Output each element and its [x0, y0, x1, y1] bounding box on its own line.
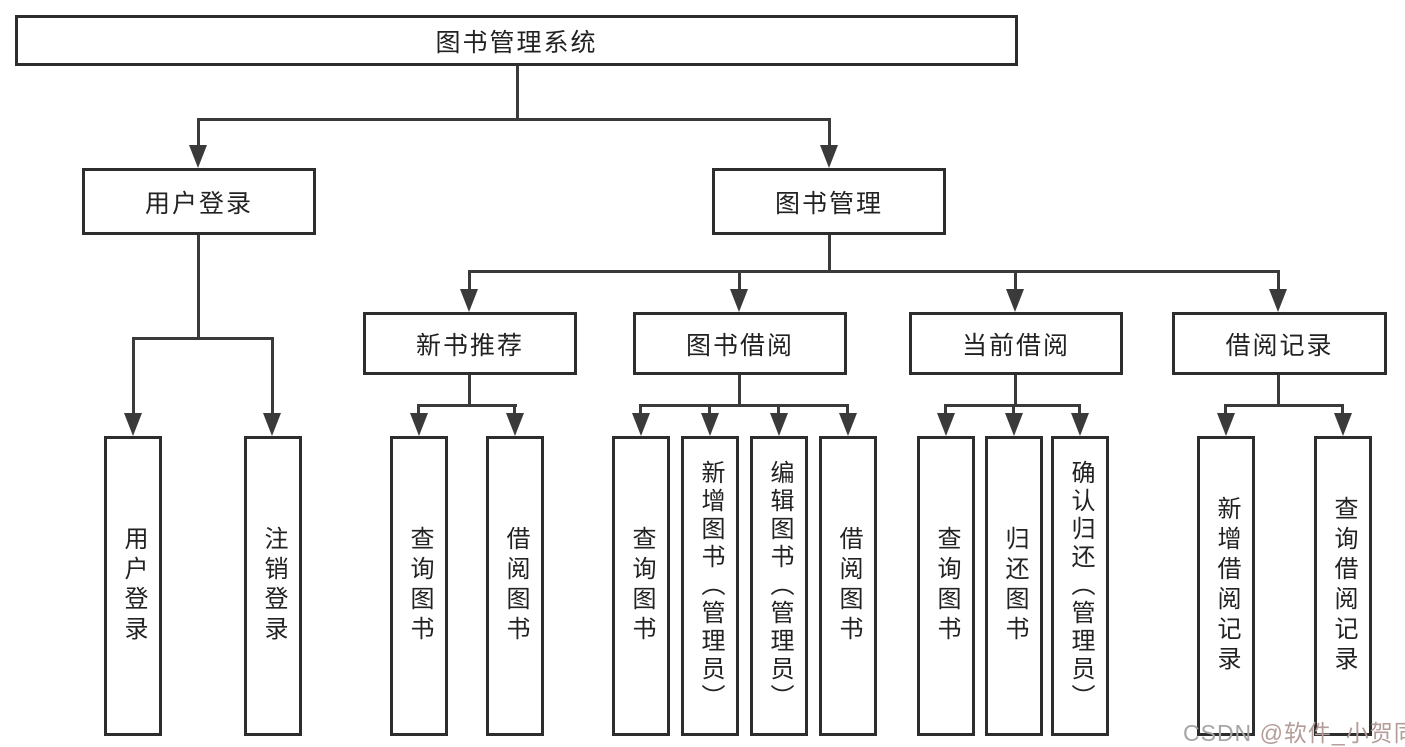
- arrowhead-bb-query: [632, 413, 650, 436]
- arrowhead-user-login: [189, 145, 207, 168]
- arrowhead-book-mgmt: [820, 145, 838, 168]
- leaf-nb-query-books-label: 查询图书: [406, 526, 433, 646]
- leaf-bb-query-books-label: 查询图书: [628, 526, 655, 646]
- node-current-borrow: 当前借阅: [909, 312, 1123, 375]
- leaf-bb-borrow-books-label: 借阅图书: [835, 526, 862, 646]
- connector-userlogin-stem: [197, 235, 200, 337]
- connector-newbook-stem: [468, 375, 471, 407]
- leaf-logout: 注销登录: [244, 436, 302, 736]
- leaf-br-query-record: 查询借阅记录: [1314, 436, 1372, 736]
- arrowhead-bb-add: [701, 413, 719, 436]
- leaf-bb-query-books: 查询图书: [612, 436, 670, 736]
- node-book-management: 图书管理: [712, 168, 946, 235]
- connector-drop-br-query: [1341, 404, 1344, 416]
- leaf-br-query-record-label: 查询借阅记录: [1330, 496, 1357, 676]
- node-root-label: 图书管理系统: [435, 28, 598, 57]
- connector-drop-current-borrow: [1014, 270, 1017, 290]
- csdn-watermark: CSDN @软件_小贺同学: [1183, 714, 1405, 747]
- leaf-cb-query-books: 查询图书: [917, 436, 975, 736]
- arrowhead-nb-borrow: [506, 413, 524, 436]
- arrowhead-book-borrow: [730, 289, 748, 312]
- connector-drop-bb-borrow: [846, 404, 849, 416]
- connector-drop-cb-confirm: [1078, 404, 1081, 416]
- arrowhead-br-add: [1217, 413, 1235, 436]
- connector-drop-book-mgmt: [828, 118, 831, 146]
- leaf-cb-query-books-label: 查询图书: [933, 526, 960, 646]
- connector-bookmgmt-rail: [468, 270, 1280, 273]
- connector-drop-bb-add: [708, 404, 711, 416]
- node-book-management-label: 图书管理: [774, 189, 883, 218]
- arrowhead-nb-query: [410, 413, 428, 436]
- connector-userlogin-rail: [132, 337, 274, 340]
- connector-drop-nb-borrow: [513, 404, 516, 416]
- node-current-borrow-label: 当前借阅: [961, 331, 1070, 360]
- node-book-borrow: 图书借阅: [633, 312, 847, 375]
- connector-drop-cb-query: [944, 404, 947, 416]
- arrowhead-borrow-records: [1269, 289, 1287, 312]
- leaf-cb-confirm-return-admin-label: 确认归还（管理员）: [1067, 460, 1094, 712]
- arrowhead-bb-edit: [770, 413, 788, 436]
- leaf-nb-borrow-books: 借阅图书: [486, 436, 544, 736]
- node-new-book-recommend: 新书推荐: [363, 312, 577, 375]
- leaf-bb-add-books-admin: 新增图书（管理员）: [681, 436, 739, 736]
- arrowhead-bb-borrow: [839, 413, 857, 436]
- connector-newbook-rail: [417, 404, 517, 407]
- node-user-login-label: 用户登录: [144, 189, 253, 218]
- connector-drop-borrow-records: [1277, 270, 1280, 290]
- leaf-bb-edit-books-admin: 编辑图书（管理员）: [750, 436, 808, 736]
- connector-bookborrow-stem: [738, 375, 741, 407]
- leaf-cb-confirm-return-admin: 确认归还（管理员）: [1051, 436, 1109, 736]
- leaf-bb-add-books-admin-label: 新增图书（管理员）: [697, 460, 724, 712]
- connector-records-rail: [1224, 404, 1344, 407]
- connector-drop-new-book: [468, 270, 471, 290]
- node-new-book-recommend-label: 新书推荐: [415, 331, 524, 360]
- connector-currentborrow-stem: [1014, 375, 1017, 407]
- connector-drop-leaf-login: [132, 337, 135, 414]
- arrowhead-new-book: [460, 289, 478, 312]
- leaf-user-login: 用户登录: [104, 436, 162, 736]
- leaf-logout-label: 注销登录: [260, 526, 287, 646]
- arrowhead-leaf-logout: [263, 413, 281, 436]
- connector-root-stem: [516, 66, 519, 118]
- node-borrow-records-label: 借阅记录: [1225, 331, 1334, 360]
- arrowhead-br-query: [1334, 413, 1352, 436]
- arrowhead-cb-confirm: [1071, 413, 1089, 436]
- connector-bookmgmt-stem: [828, 235, 831, 273]
- arrowhead-leaf-login: [124, 413, 142, 436]
- connector-drop-book-borrow: [738, 270, 741, 290]
- connector-drop-user-login: [197, 118, 200, 146]
- leaf-cb-return-books: 归还图书: [985, 436, 1043, 736]
- node-user-login: 用户登录: [82, 168, 316, 235]
- arrowhead-current-borrow: [1006, 289, 1024, 312]
- connector-drop-cb-return: [1012, 404, 1015, 416]
- leaf-nb-borrow-books-label: 借阅图书: [502, 526, 529, 646]
- connector-drop-nb-query: [417, 404, 420, 416]
- leaf-nb-query-books: 查询图书: [390, 436, 448, 736]
- connector-drop-bb-edit: [777, 404, 780, 416]
- arrowhead-cb-return: [1005, 413, 1023, 436]
- connector-records-stem: [1277, 375, 1280, 407]
- leaf-br-add-record-label: 新增借阅记录: [1213, 496, 1240, 676]
- node-book-borrow-label: 图书借阅: [685, 331, 794, 360]
- connector-drop-br-add: [1224, 404, 1227, 416]
- leaf-bb-edit-books-admin-label: 编辑图书（管理员）: [766, 460, 793, 712]
- node-borrow-records: 借阅记录: [1172, 312, 1387, 375]
- leaf-user-login-label: 用户登录: [120, 526, 147, 646]
- node-root-system: 图书管理系统: [15, 15, 1018, 66]
- watermark-author-text: @软件_小贺同学: [1259, 720, 1405, 746]
- connector-drop-bb-query: [639, 404, 642, 416]
- connector-root-rail: [197, 118, 831, 121]
- leaf-br-add-record: 新增借阅记录: [1197, 436, 1255, 736]
- watermark-csdn-text: CSDN: [1183, 720, 1260, 746]
- leaf-cb-return-books-label: 归还图书: [1001, 526, 1028, 646]
- connector-drop-leaf-logout: [271, 337, 274, 414]
- leaf-bb-borrow-books: 借阅图书: [819, 436, 877, 736]
- connector-bookborrow-rail: [639, 404, 849, 407]
- arrowhead-cb-query: [937, 413, 955, 436]
